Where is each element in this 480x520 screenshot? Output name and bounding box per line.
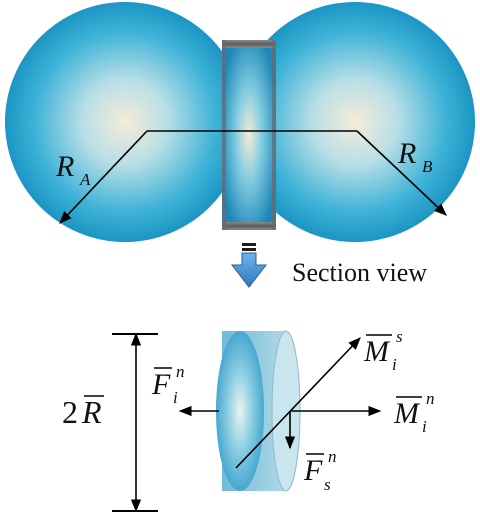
section-view: 2 R F i n M i s M [62,327,435,513]
svg-text:n: n [176,362,185,381]
svg-text:2: 2 [62,394,78,430]
normal-force-label: F i n [151,362,185,407]
radius-a-label: R A [55,150,91,189]
bending-moment-label: M i n [393,389,435,436]
twisting-moment-arrow [235,337,361,469]
svg-text:R: R [397,137,416,170]
radius-a-line [59,130,148,224]
sphere-a [5,2,245,242]
diameter-label: 2 R [62,394,104,430]
top-view: R A R B [5,2,475,242]
shear-force-label: F s n [303,447,337,494]
svg-text:A: A [79,170,91,189]
radius-b-line [356,130,447,216]
svg-text:M: M [363,335,391,368]
svg-text:M: M [393,397,421,430]
svg-text:n: n [426,389,435,408]
svg-text:i: i [392,355,397,374]
svg-text:F: F [303,454,323,487]
twisting-moment-label: M i s [363,327,403,374]
svg-text:s: s [396,327,403,346]
sphere-b [235,2,475,242]
svg-text:B: B [422,157,433,176]
radius-b-label: R B [397,137,433,176]
svg-text:i: i [173,388,178,407]
bond-disc [216,330,301,492]
svg-text:R: R [81,394,102,430]
svg-text:F: F [151,368,171,401]
svg-text:n: n [328,447,337,466]
diameter-dimension [112,332,158,513]
bond-cylinder [222,40,276,230]
section-view-caption: Section view [292,258,428,287]
down-arrow-icon [230,243,268,288]
svg-text:i: i [422,417,427,436]
svg-text:R: R [55,150,74,183]
svg-text:s: s [324,475,331,494]
